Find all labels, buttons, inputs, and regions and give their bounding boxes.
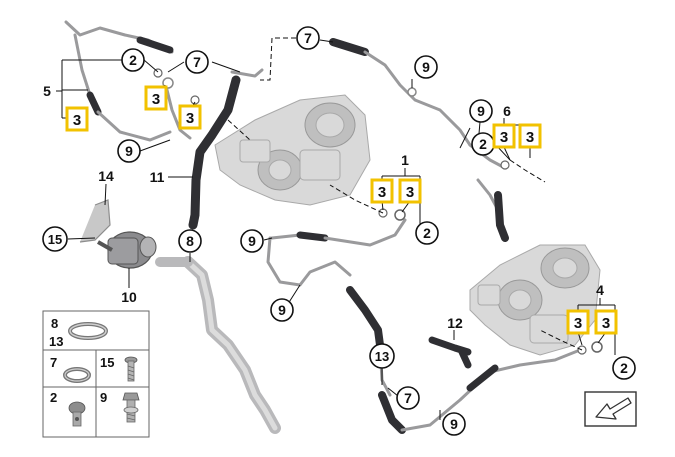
svg-text:8: 8 bbox=[186, 233, 194, 249]
callout-7-b: 7 bbox=[296, 26, 320, 50]
svg-text:13: 13 bbox=[375, 349, 389, 364]
svg-text:9: 9 bbox=[477, 103, 485, 119]
legend-label-15: 15 bbox=[100, 355, 114, 370]
svg-text:9: 9 bbox=[278, 302, 286, 318]
svg-text:3: 3 bbox=[406, 184, 414, 201]
callout-2-b: 2 bbox=[471, 132, 495, 156]
screw-icon bbox=[124, 356, 138, 382]
callout-2-a: 2 bbox=[121, 48, 145, 72]
callout-2-d: 2 bbox=[612, 356, 636, 380]
hose-11 bbox=[188, 68, 264, 230]
part-3-box-f: 3 bbox=[492, 123, 516, 149]
hose-12 bbox=[428, 336, 472, 369]
callout-7-c: 7 bbox=[396, 386, 420, 410]
svg-text:2: 2 bbox=[620, 360, 628, 376]
part-3-box-g: 3 bbox=[518, 123, 542, 149]
part-3-box-h: 3 bbox=[566, 309, 590, 335]
svg-text:3: 3 bbox=[500, 129, 508, 146]
label-4: 4 bbox=[596, 282, 604, 298]
label-6: 6 bbox=[503, 103, 511, 119]
svg-text:2: 2 bbox=[479, 136, 487, 152]
part-3-box-b: 3 bbox=[144, 85, 168, 111]
coolant-line-top-right bbox=[329, 38, 509, 242]
label-12: 12 bbox=[447, 315, 463, 331]
legend-label-13: 13 bbox=[49, 334, 63, 349]
hose-clamp-icon bbox=[68, 322, 108, 340]
coolant-line-top-left bbox=[64, 20, 174, 142]
hollow-bolt-icon bbox=[122, 392, 140, 423]
svg-text:9: 9 bbox=[450, 416, 458, 432]
svg-text:2: 2 bbox=[129, 52, 137, 68]
electric-water-pump-10 bbox=[97, 231, 157, 269]
svg-text:3: 3 bbox=[378, 184, 386, 201]
part-3-box-e: 3 bbox=[398, 178, 422, 204]
hose-8-grey bbox=[155, 256, 281, 434]
legend-label-8: 8 bbox=[51, 316, 58, 331]
legend-label-7: 7 bbox=[50, 355, 57, 370]
svg-text:3: 3 bbox=[152, 91, 160, 108]
direction-arrow-icon bbox=[595, 397, 632, 420]
label-5: 5 bbox=[43, 83, 51, 99]
part-3-box-i: 3 bbox=[594, 309, 618, 335]
callout-13: 13 bbox=[369, 343, 395, 369]
banjo-bolt-icon bbox=[68, 401, 86, 427]
svg-text:3: 3 bbox=[574, 315, 582, 332]
svg-text:3: 3 bbox=[602, 315, 610, 332]
direction-arrow-box bbox=[584, 391, 637, 427]
svg-text:9: 9 bbox=[422, 59, 430, 75]
callout-9-c: 9 bbox=[469, 99, 493, 123]
spring-clamp-icon bbox=[63, 367, 91, 383]
callout-9-b: 9 bbox=[414, 55, 438, 79]
svg-text:2: 2 bbox=[423, 225, 431, 241]
svg-text:3: 3 bbox=[526, 129, 534, 146]
parts-legend: 8 13 7 15 2 9 bbox=[42, 310, 150, 438]
legend-label-2: 2 bbox=[50, 390, 57, 405]
label-11: 11 bbox=[150, 169, 165, 185]
svg-text:7: 7 bbox=[193, 54, 201, 70]
svg-text:7: 7 bbox=[304, 30, 312, 46]
legend-label-9: 9 bbox=[100, 390, 107, 405]
part-3-box-a: 3 bbox=[65, 106, 89, 132]
callout-2-c: 2 bbox=[415, 221, 439, 245]
svg-text:3: 3 bbox=[186, 110, 194, 127]
svg-text:9: 9 bbox=[248, 233, 256, 249]
callout-9-f: 9 bbox=[442, 412, 466, 436]
label-1: 1 bbox=[401, 152, 409, 168]
part-3-box-c: 3 bbox=[178, 104, 202, 130]
callout-8: 8 bbox=[178, 229, 202, 253]
svg-text:15: 15 bbox=[48, 232, 62, 247]
callout-9-d: 9 bbox=[240, 229, 264, 253]
washers bbox=[153, 68, 603, 355]
callout-15: 15 bbox=[42, 226, 68, 252]
part-3-box-d: 3 bbox=[370, 178, 394, 204]
callout-9-e: 9 bbox=[270, 298, 294, 322]
label-10: 10 bbox=[121, 289, 137, 305]
svg-text:7: 7 bbox=[404, 390, 412, 406]
callout-7-a: 7 bbox=[185, 50, 209, 74]
svg-text:3: 3 bbox=[73, 112, 81, 129]
callout-9-a: 9 bbox=[117, 139, 141, 163]
label-14: 14 bbox=[98, 168, 114, 184]
bracket-14 bbox=[79, 199, 111, 243]
svg-text:9: 9 bbox=[125, 143, 133, 159]
turbocharger-upper bbox=[214, 94, 371, 206]
